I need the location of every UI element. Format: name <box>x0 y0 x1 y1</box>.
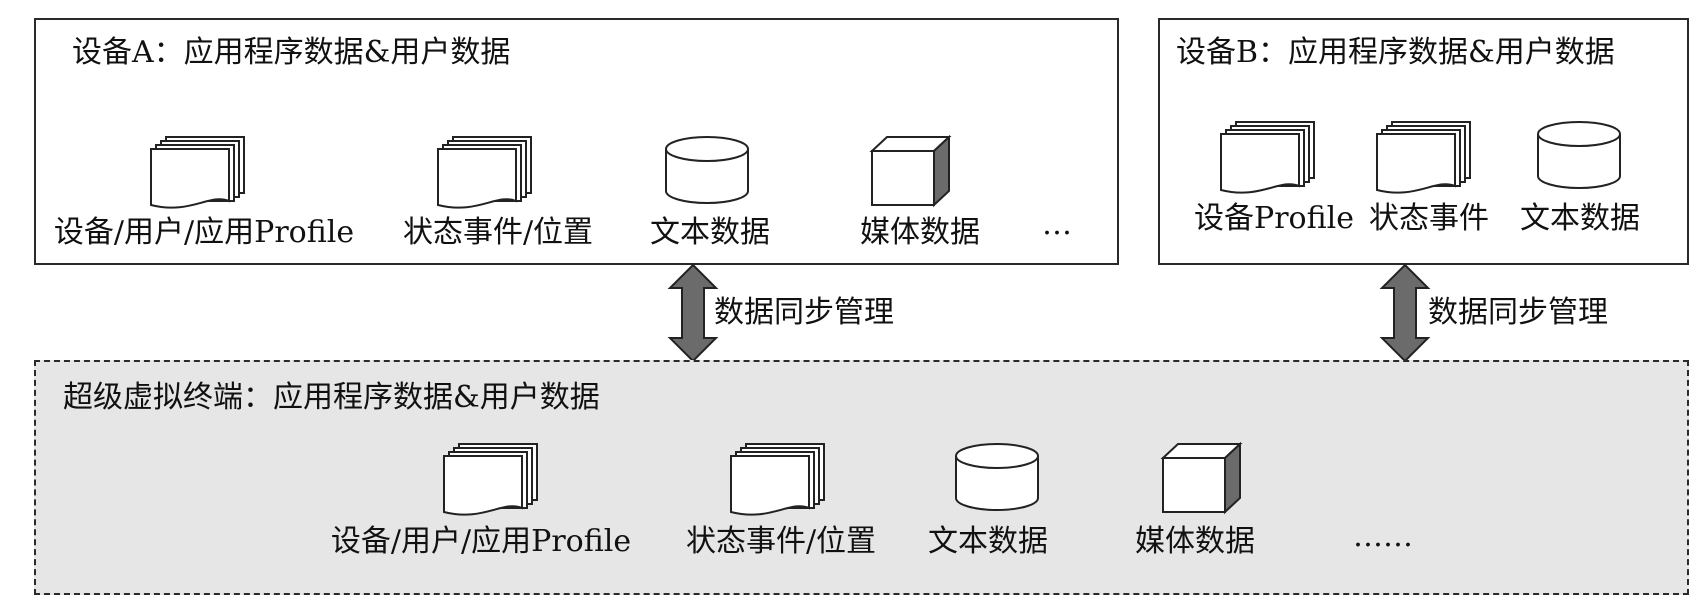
device-b-item-text: 文本数据 <box>1520 201 1640 236</box>
super-terminal-item-profile: 设备/用户/应用Profile <box>330 524 632 559</box>
super-terminal-ellipsis: …… <box>1353 519 1413 554</box>
sync-double-arrow-icon <box>667 263 719 363</box>
super-terminal-item-state: 状态事件/位置 <box>685 524 877 559</box>
device-b-item-state: 状态事件 <box>1369 201 1489 236</box>
device-a-item-media: 媒体数据 <box>860 215 980 250</box>
device-b-item-profile: 设备Profile <box>1194 201 1354 236</box>
stacked-document-icon <box>150 136 245 209</box>
super-terminal-title: 超级虚拟终端：应用程序数据&用户数据 <box>63 380 600 415</box>
stacked-document-icon <box>1220 121 1315 194</box>
sync-label-device-a: 数据同步管理 <box>714 295 894 330</box>
stacked-document-icon <box>437 136 532 209</box>
database-cylinder-icon <box>1537 121 1621 189</box>
device-a-ellipsis: … <box>1042 207 1072 242</box>
database-cylinder-icon <box>665 136 749 204</box>
cube-icon <box>869 134 952 208</box>
device-a-item-state: 状态事件/位置 <box>402 215 594 250</box>
device-a-title: 设备A：应用程序数据&用户数据 <box>72 35 511 70</box>
device-b-title: 设备B：应用程序数据&用户数据 <box>1176 35 1615 70</box>
super-terminal-item-text: 文本数据 <box>928 524 1048 559</box>
stacked-document-icon <box>443 443 538 516</box>
sync-label-device-b: 数据同步管理 <box>1428 295 1608 330</box>
device-a-item-text: 文本数据 <box>650 215 770 250</box>
super-terminal-panel <box>34 360 1689 595</box>
sync-double-arrow-icon <box>1379 263 1431 363</box>
database-cylinder-icon <box>955 443 1039 511</box>
stacked-document-icon <box>1376 121 1471 194</box>
cube-icon <box>1160 441 1243 515</box>
stacked-document-icon <box>730 443 825 516</box>
device-a-item-profile: 设备/用户/应用Profile <box>53 215 355 250</box>
super-terminal-item-media: 媒体数据 <box>1135 524 1255 559</box>
